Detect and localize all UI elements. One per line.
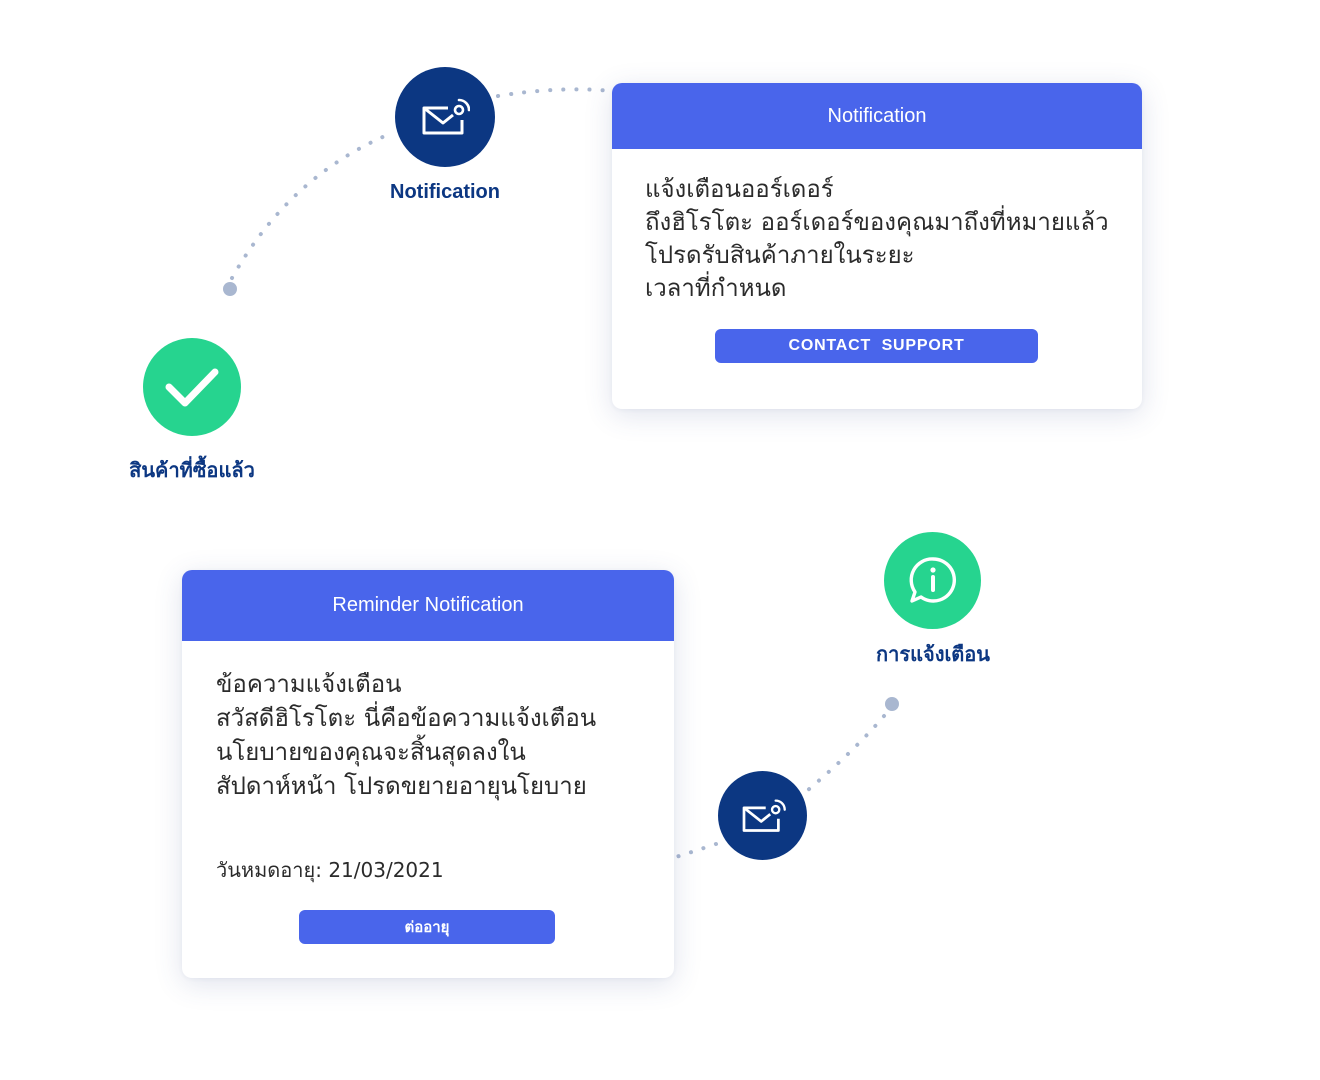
- reminder-card-header: Reminder Notification: [182, 570, 674, 641]
- connector-endpoint-dot: [223, 282, 237, 296]
- renew-button[interactable]: ต่ออายุ: [299, 910, 555, 944]
- contact-support-button[interactable]: CONTACT SUPPORT: [715, 329, 1038, 363]
- reminder-line: นโยบายของคุณจะสิ้นสุดลงใน: [216, 738, 526, 766]
- reminder-node: [718, 771, 807, 860]
- notification-line: แจ้งเตือนออร์เดอร์: [645, 175, 834, 203]
- notification-card: Notification แจ้งเตือนออร์เดอร์ ถึงฮิโรโ…: [612, 83, 1142, 409]
- notification-line: เวลาที่กำหนด: [645, 274, 787, 302]
- mail-signal-icon: [422, 98, 470, 135]
- notification-line: โปรดรับสินค้าภายในระยะ: [645, 241, 915, 269]
- mail-signal-icon: [742, 798, 786, 832]
- purchased-node: [143, 338, 241, 436]
- expiry-date: วันหมดอายุ: 21/03/2021: [216, 858, 444, 882]
- check-icon: [165, 368, 219, 407]
- connector-alert-to-reminder: [806, 714, 886, 792]
- reminder-line: สวัสดีฮิโรโตะ นี่คือข้อความแจ้งเตือน: [216, 704, 597, 732]
- notification-card-header: Notification: [612, 83, 1142, 149]
- notification-node-label: Notification: [390, 181, 500, 203]
- notification-line: ถึงฮิโรโตะ ออร์เดอร์ของคุณมาถึงที่หมายแล…: [645, 208, 1109, 236]
- connector-reminder-to-card: [674, 842, 718, 859]
- connector-notification-to-card: [496, 87, 614, 98]
- reminder-line: สัปดาห์หน้า โปรดขยายอายุนโยบาย: [216, 772, 587, 800]
- notification-card-body: แจ้งเตือนออร์เดอร์ ถึงฮิโรโตะ ออร์เดอร์ข…: [645, 173, 1109, 305]
- purchased-node-label: สินค้าที่ซื้อแล้ว: [129, 458, 255, 482]
- info-chat-icon: [909, 556, 956, 603]
- reminder-card-body: ข้อความแจ้งเตือน สวัสดีฮิโรโตะ นี่คือข้อ…: [216, 667, 596, 803]
- reminder-line: ข้อความแจ้งเตือน: [216, 670, 402, 698]
- reminder-card: Reminder Notification ข้อความแจ้งเตือน ส…: [182, 570, 674, 978]
- alert-node: [884, 532, 981, 629]
- alert-node-label: การแจ้งเตือน: [876, 642, 990, 666]
- connector-endpoint-dot: [885, 697, 899, 711]
- notification-node: [395, 67, 495, 167]
- connector-purchased-to-notification: [230, 131, 394, 280]
